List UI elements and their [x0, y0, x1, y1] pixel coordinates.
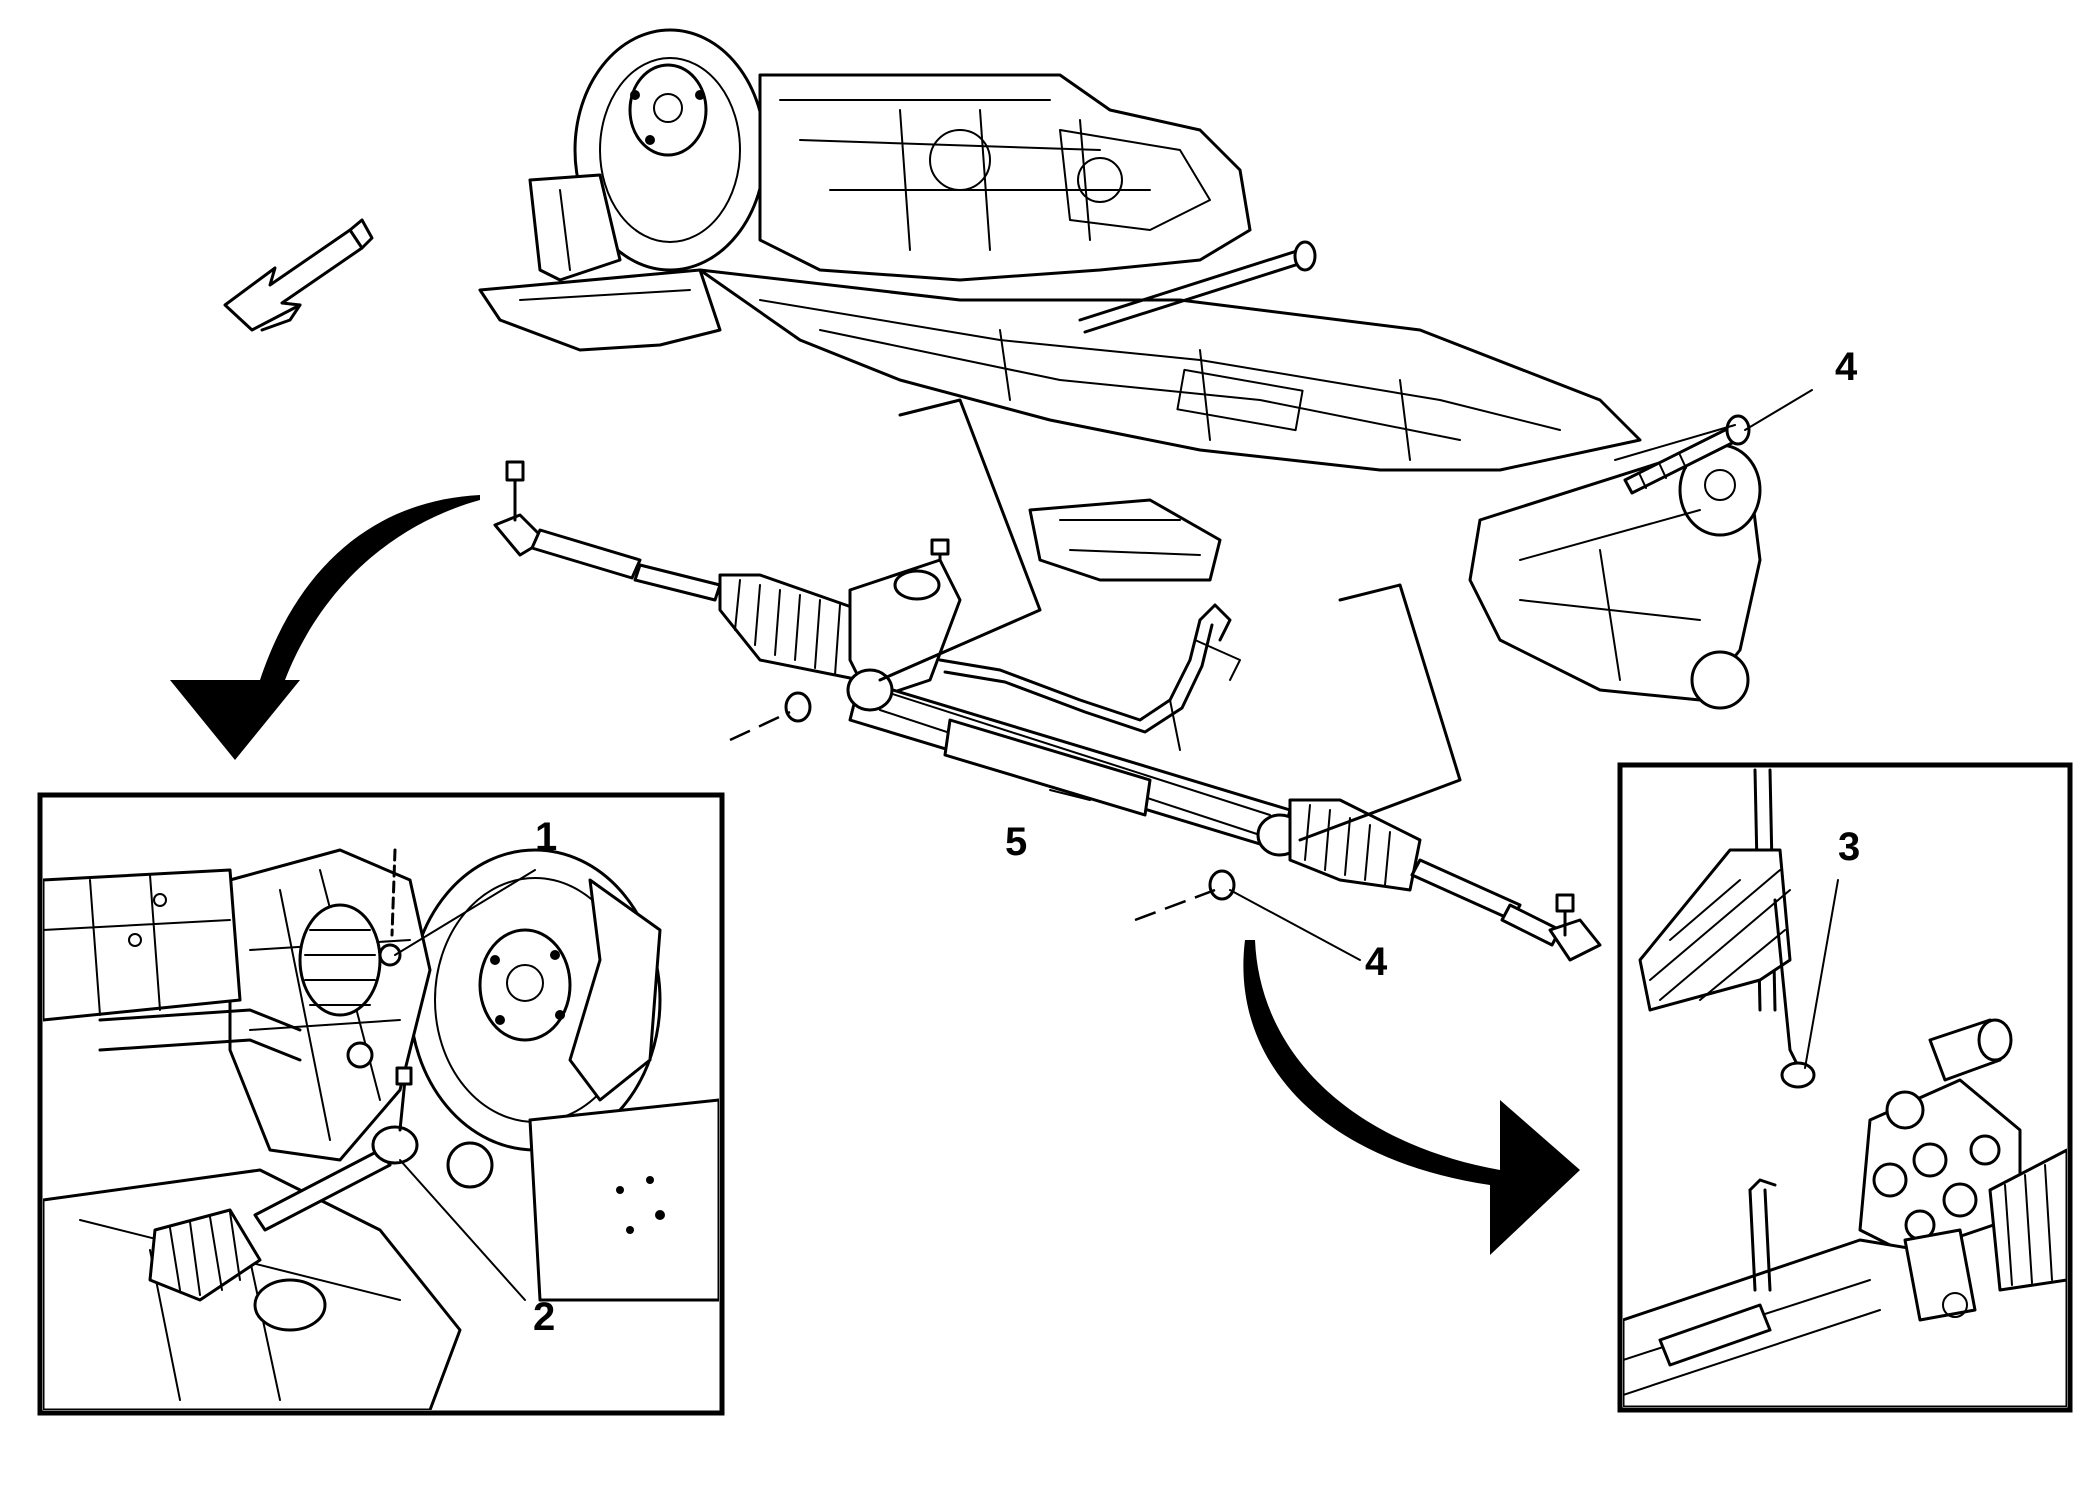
callout-4-upper: 4	[1835, 345, 1858, 389]
mounting-bolt-upper	[1623, 414, 1751, 495]
mounting-nut-right	[1208, 869, 1236, 901]
detail-inset-left	[37, 792, 725, 1416]
callout-2: 2	[533, 1295, 555, 1339]
callout-5: 5	[1005, 820, 1027, 864]
curved-arrow-right-icon	[1243, 940, 1580, 1255]
leader-lines	[394, 389, 1839, 1301]
callout-3: 3	[1838, 825, 1860, 869]
mounting-nut-left	[784, 691, 812, 723]
engine-cradle-assembly	[478, 28, 1762, 710]
detail-inset-right	[1617, 762, 2073, 1413]
forward-direction-arrow-icon	[223, 218, 374, 332]
callout-1: 1	[535, 815, 557, 859]
steering-gear-assembly	[493, 460, 1602, 962]
callout-4-lower: 4	[1365, 940, 1388, 984]
curved-arrow-left-icon	[170, 495, 480, 760]
